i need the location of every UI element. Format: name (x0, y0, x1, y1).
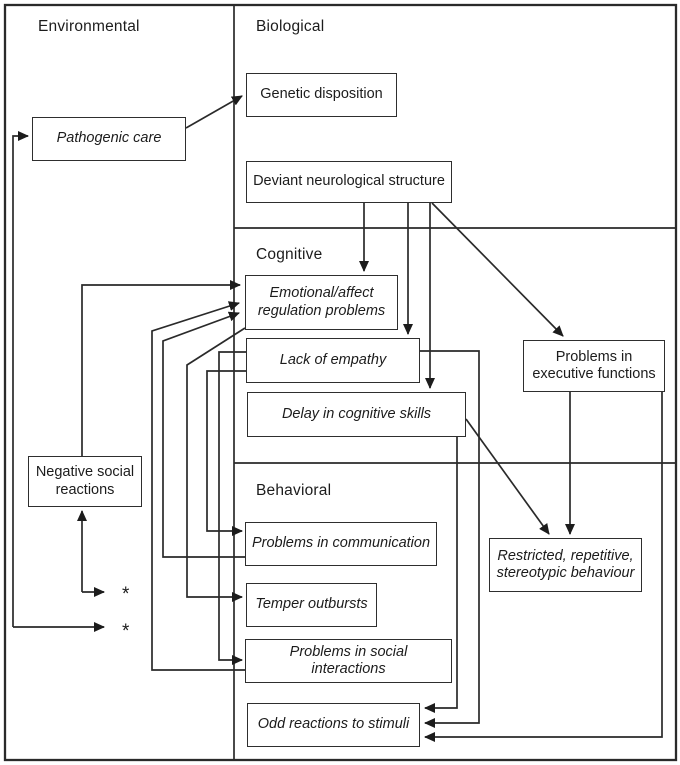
section-label-behavioral: Behavioral (256, 482, 332, 499)
node-pathogenic-care: Pathogenic care (32, 117, 186, 161)
figure-border (3, 3, 678, 762)
edge-negative-social-to-emotional-affect (81, 280, 241, 456)
edge-lack-empathy-to-odd-reactions (420, 350, 480, 728)
asterisk-mark-1: * (122, 584, 130, 605)
asterisk-mark-2: * (122, 621, 130, 642)
edge-emotional-affect-to-temper-outbursts (186, 327, 246, 602)
node-lack-of-empathy: Lack of empathy (246, 338, 420, 383)
edge-problems-communication-to-emotional-affect (162, 311, 245, 558)
node-problems-in-executive-functions: Problems in executive functions (523, 340, 665, 392)
edge-problems-social-to-emotional-affect (151, 301, 245, 671)
node-problems-in-communication: Problems in communication (245, 522, 437, 566)
node-odd-reactions-to-stimuli: Odd reactions to stimuli (247, 703, 420, 747)
edge-deviant-neuro-to-exec-functions (431, 202, 564, 337)
node-problems-in-social-interactions: Problems in social interactions (245, 639, 452, 683)
edge-feedback-to-pathogenic-care (12, 131, 29, 627)
node-emotional-affect-regulation-problems: Emotional/affect regulation problems (245, 275, 398, 330)
node-genetic-disposition: Genetic disposition (246, 73, 397, 117)
node-restricted-repetitive-stereotypic-behaviour: Restricted, repetitive, stereotypic beha… (489, 538, 642, 592)
node-delay-in-cognitive-skills: Delay in cognitive skills (247, 392, 466, 437)
node-temper-outbursts: Temper outbursts (246, 583, 377, 627)
edge-delay-cognitive-to-odd-reactions (424, 437, 458, 713)
section-label-cognitive: Cognitive (256, 246, 323, 263)
node-negative-social-reactions: Negative social reactions (28, 456, 142, 507)
node-deviant-neurological-structure: Deviant neurological structure (246, 161, 452, 203)
edge-lack-empathy-to-problems-communication (206, 370, 246, 536)
edge-pathogenic-care-to-genetic-disposition (185, 95, 243, 129)
edge-lack-empathy-to-problems-social (218, 351, 246, 665)
edge-exec-functions-to-odd-reactions (424, 392, 663, 742)
section-label-environmental: Environmental (38, 18, 140, 35)
section-label-biological: Biological (256, 18, 325, 35)
